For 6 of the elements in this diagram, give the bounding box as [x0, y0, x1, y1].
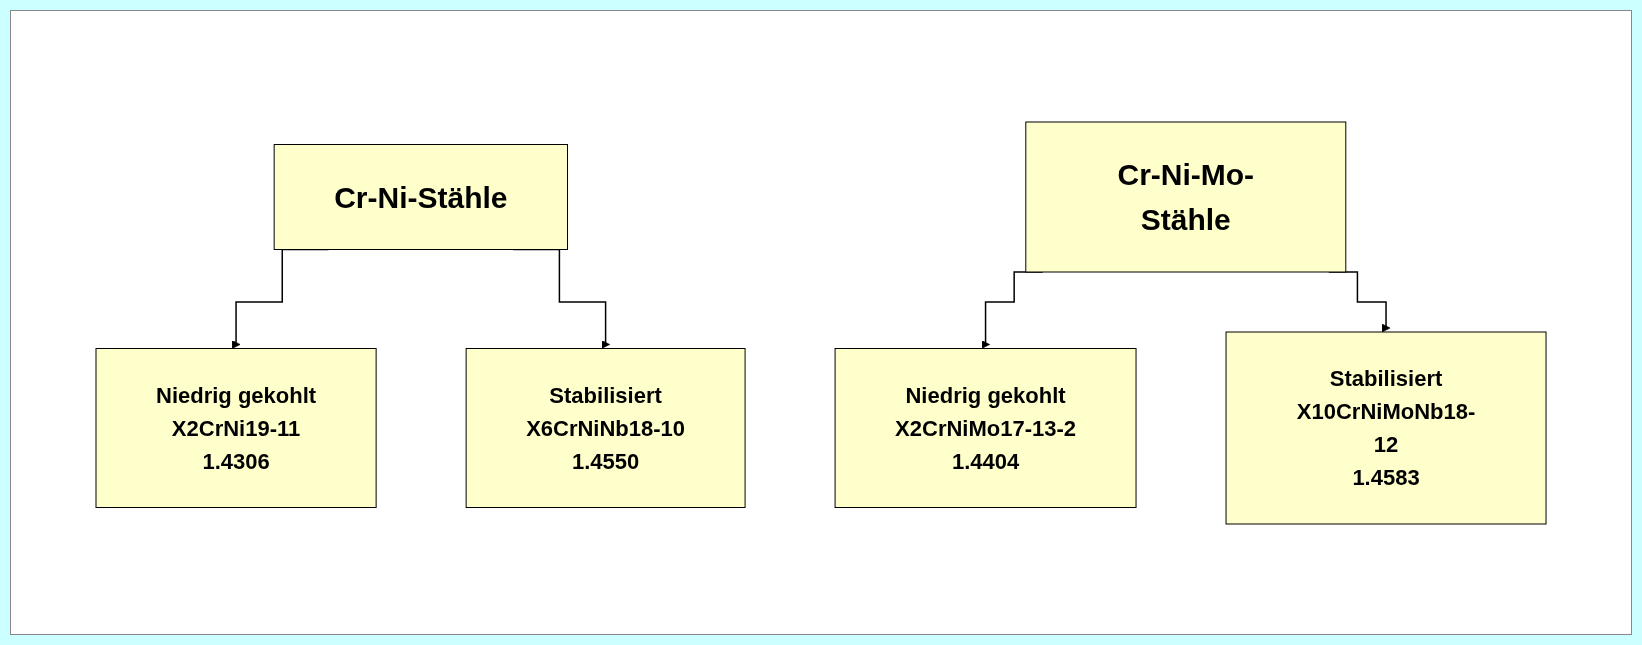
node-box: Stabilisiert X6CrNiNb18-10 1.4550: [465, 347, 746, 508]
node-box: Cr-Ni-Mo-Stähle: [1025, 121, 1347, 272]
node-box: Niedrig gekohlt X2CrNi19-11 1.4306: [95, 347, 377, 508]
node-box: Stabilisiert X10CrNiMoNb18-12 1.4583: [1225, 331, 1547, 524]
node-box: Niedrig gekohlt X2CrNiMo17-13-2 1.4404: [834, 347, 1137, 508]
node-box: Cr-Ni-Stähle: [273, 143, 568, 250]
